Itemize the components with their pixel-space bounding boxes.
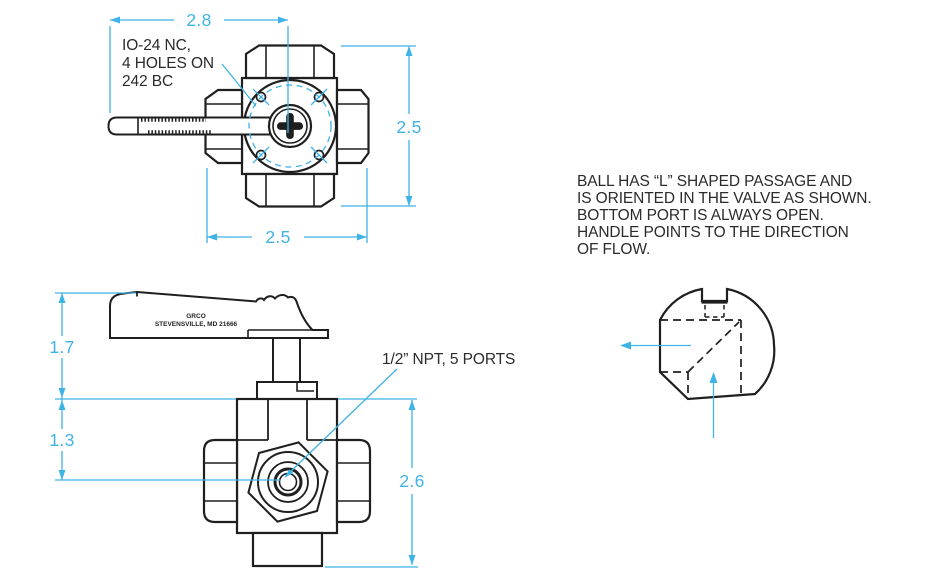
top-view-dimensions: 2.8 2.5 2.5 IO-24 NC, 4 HOLES ON 242 BC <box>109 10 421 247</box>
ball-cross-section <box>620 287 776 438</box>
front-view-bottom-port <box>251 531 324 568</box>
handle-marking-line-2: STEVENSVILLE, MD 21666 <box>155 321 238 328</box>
dim-top-width-label: 2.8 <box>186 10 211 30</box>
dim-handle-height-label: 1.7 <box>49 337 74 357</box>
front-view-handle <box>109 290 329 339</box>
top-view-screw-inner <box>272 108 308 144</box>
top-view-handle-bar <box>107 116 271 136</box>
port-note: 1/2” NPT, 5 PORTS <box>382 351 515 368</box>
bolt-circle-centerline <box>248 84 332 168</box>
thread-note-line-2: 4 HOLES ON <box>122 55 214 72</box>
ball-hidden-passage <box>660 319 742 398</box>
ball-note-line-1: BALL HAS “L” SHAPED PASSAGE AND <box>577 173 852 190</box>
front-view-left-nut <box>202 438 239 524</box>
flow-arrow-left-head <box>620 341 631 350</box>
front-view-stem <box>272 337 301 383</box>
top-view <box>107 44 370 208</box>
dim-body-height-label: 2.6 <box>399 471 424 491</box>
front-view-dimensions: 1.7 1.3 2.6 1/2” NPT, 5 PORTS <box>49 292 515 568</box>
ball-slot-hidden-depth <box>704 305 725 318</box>
dim-port-center-label: 1.3 <box>49 430 74 450</box>
flow-arrow-up-head <box>709 372 718 383</box>
thread-note-line-3: 242 BC <box>122 73 173 90</box>
ball-note-line-4: HANDLE POINTS TO THE DIRECTION <box>577 224 849 241</box>
ball-note-line-3: BOTTOM PORT IS ALWAYS OPEN. <box>577 207 824 224</box>
top-view-top-nut <box>244 44 336 80</box>
ball-note-line-2: IS ORIENTED IN THE VALVE AS SHOWN. <box>577 190 872 207</box>
front-view-right-nut <box>335 438 372 524</box>
thread-note-line-1: IO-24 NC, <box>122 37 191 54</box>
dim-right-height-label: 2.5 <box>396 117 421 137</box>
phillips-cross-v <box>286 113 294 139</box>
dim-bottom-width-label: 2.5 <box>265 227 290 247</box>
top-view-right-nut <box>335 88 370 165</box>
top-view-bottom-nut <box>244 172 336 208</box>
ball-note-line-5: OF FLOW. <box>577 241 650 258</box>
front-port-bore <box>278 472 298 492</box>
handle-marking-line-1: GRCO <box>186 313 206 320</box>
front-view: GRCO STEVENSVILLE, MD 21666 <box>109 290 372 568</box>
ball-note: BALL HAS “L” SHAPED PASSAGE AND IS ORIEN… <box>577 173 872 258</box>
packing-notch <box>296 382 314 392</box>
